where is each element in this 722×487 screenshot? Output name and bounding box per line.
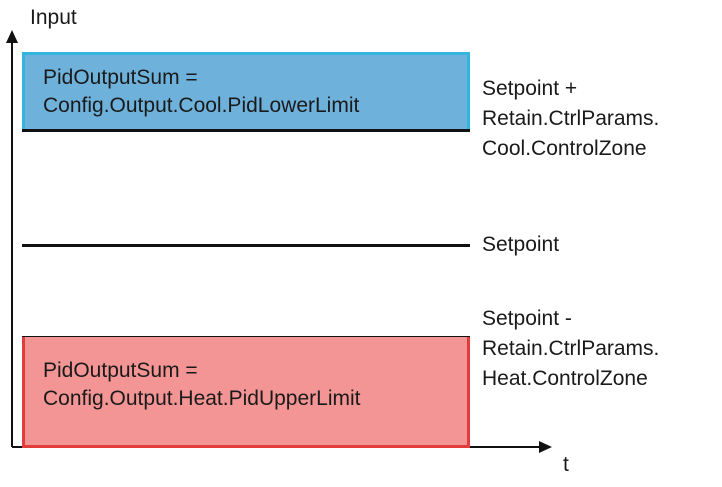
y-axis-arrow-icon [6, 30, 18, 43]
setpoint-line [22, 244, 470, 247]
heat-limit-label-line2: Retain.CtrlParams. [482, 337, 660, 360]
heat-zone-text-line1: PidOutputSum = [43, 359, 198, 382]
x-axis-label: t [563, 453, 569, 476]
cool-zone-text-line2: Config.Output.Cool.PidLowerLimit [43, 94, 360, 117]
cool-zone-limit-line [22, 129, 470, 132]
heat-limit-label-line3: Heat.ControlZone [482, 367, 648, 390]
cool-limit-label-line1: Setpoint + [482, 77, 578, 100]
x-axis-arrow-icon [539, 441, 552, 453]
setpoint-label: Setpoint [482, 233, 560, 256]
heat-limit-label-line1: Setpoint - [482, 307, 572, 330]
heat-zone-text-line2: Config.Output.Heat.PidUpperLimit [43, 387, 361, 410]
heat-zone-box: PidOutputSum = Config.Output.Heat.PidUpp… [22, 337, 470, 448]
cool-zone-text-line1: PidOutputSum = [43, 66, 198, 89]
cool-zone-box: PidOutputSum = Config.Output.Cool.PidLow… [22, 52, 470, 131]
cool-limit-label-line2: Retain.CtrlParams. [482, 107, 660, 130]
cool-limit-label-line3: Cool.ControlZone [482, 137, 647, 160]
y-axis-label: Input [30, 6, 77, 29]
